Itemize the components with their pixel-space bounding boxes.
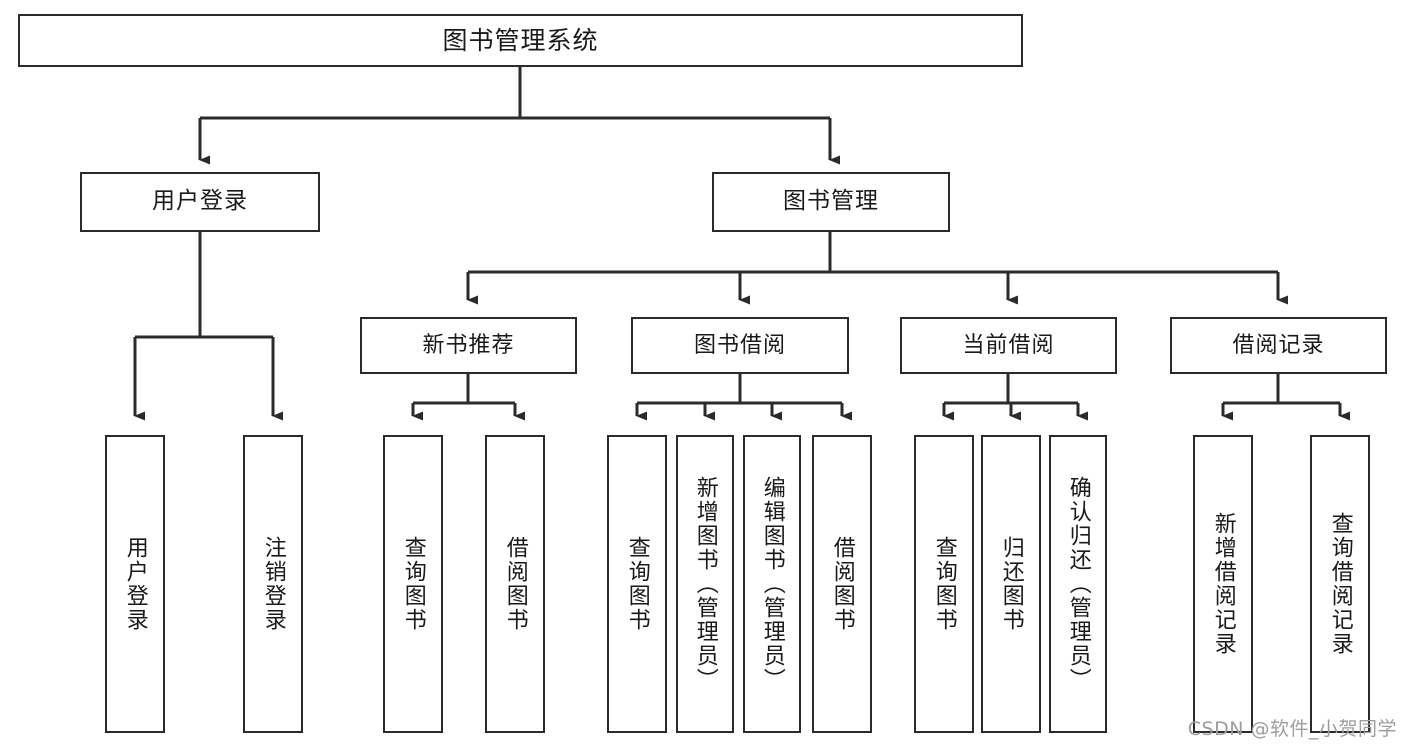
node-label: 查询图书 xyxy=(931,536,957,632)
node-label: 图书管理 xyxy=(783,188,879,215)
node-book-management[interactable]: 图书管理 xyxy=(712,172,950,232)
node-label: 当前借阅 xyxy=(962,332,1055,358)
node-label: 借阅图书 xyxy=(502,536,528,632)
node-current-borrow[interactable]: 当前借阅 xyxy=(900,317,1117,374)
node-label: 新书推荐 xyxy=(422,332,515,358)
node-label: 确认归还（管理员） xyxy=(1065,476,1091,692)
node-leaf-logout[interactable]: 注销登录 xyxy=(243,435,303,733)
node-leaf-add-book-admin[interactable]: 新增图书（管理员） xyxy=(676,435,734,733)
node-label: 查询借阅记录 xyxy=(1327,512,1353,656)
node-root-book-management-system[interactable]: 图书管理系统 xyxy=(18,14,1023,67)
csdn-watermark: CSDN @软件_小贺同学 xyxy=(1187,718,1397,740)
node-leaf-query-borrow-record[interactable]: 查询借阅记录 xyxy=(1310,435,1370,733)
node-leaf-borrow-book[interactable]: 借阅图书 xyxy=(812,435,872,733)
node-label: 新增图书（管理员） xyxy=(692,476,718,692)
node-leaf-user-login[interactable]: 用户登录 xyxy=(105,435,165,733)
node-label: 查询图书 xyxy=(400,536,426,632)
node-label: 编辑图书（管理员） xyxy=(759,476,785,692)
node-label: 借阅图书 xyxy=(829,536,855,632)
node-label: 新增借阅记录 xyxy=(1210,512,1236,656)
node-label: 查询图书 xyxy=(624,536,650,632)
node-borrow-record[interactable]: 借阅记录 xyxy=(1170,317,1387,374)
node-user-login[interactable]: 用户登录 xyxy=(80,172,320,232)
node-leaf-add-borrow-record[interactable]: 新增借阅记录 xyxy=(1193,435,1253,733)
node-leaf-query-book-borrow[interactable]: 查询图书 xyxy=(607,435,667,733)
node-label: 归还图书 xyxy=(998,536,1024,632)
node-leaf-query-book-current[interactable]: 查询图书 xyxy=(914,435,974,733)
node-book-borrow[interactable]: 图书借阅 xyxy=(631,317,849,374)
node-label: 图书借阅 xyxy=(693,332,786,358)
node-new-book-recommend[interactable]: 新书推荐 xyxy=(360,317,577,374)
node-label: 用户登录 xyxy=(152,188,248,215)
node-leaf-query-book-recommend[interactable]: 查询图书 xyxy=(383,435,443,733)
node-label: 注销登录 xyxy=(260,536,286,632)
node-leaf-borrow-book-recommend[interactable]: 借阅图书 xyxy=(485,435,545,733)
node-leaf-confirm-return-admin[interactable]: 确认归还（管理员） xyxy=(1049,435,1107,733)
node-leaf-edit-book-admin[interactable]: 编辑图书（管理员） xyxy=(743,435,801,733)
node-label: 图书管理系统 xyxy=(442,25,599,55)
node-leaf-return-book[interactable]: 归还图书 xyxy=(981,435,1041,733)
node-label: 借阅记录 xyxy=(1232,332,1325,358)
node-label: 用户登录 xyxy=(122,536,148,632)
